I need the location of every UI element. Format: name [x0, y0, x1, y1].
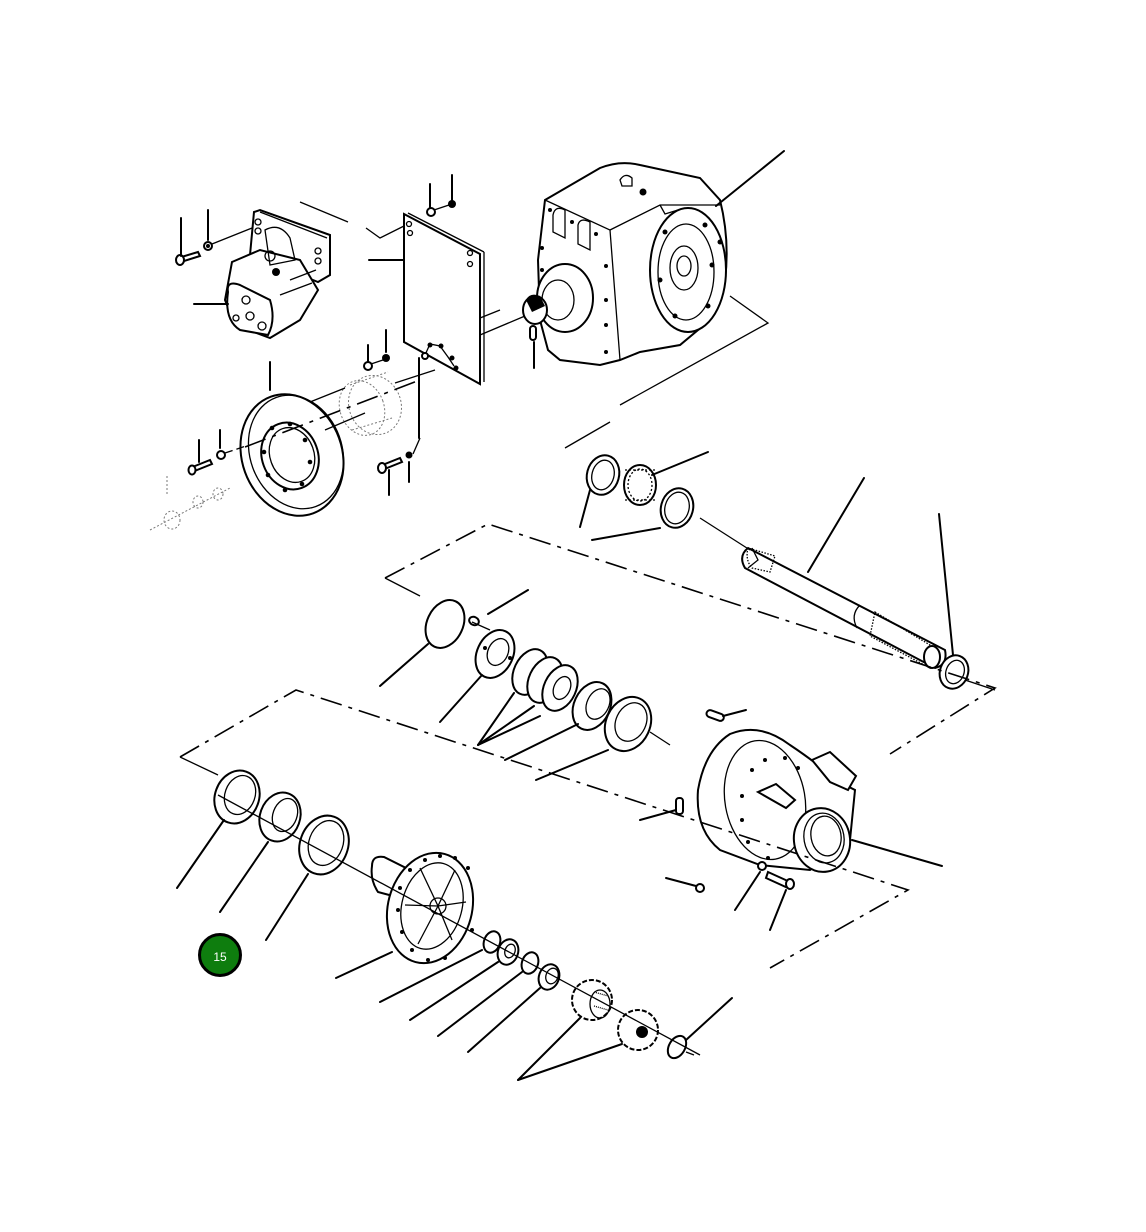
callout-label: 15	[213, 949, 227, 964]
gearbox-housing	[522, 150, 785, 369]
planetary-carrier-stack	[176, 769, 733, 1081]
mounting-plate	[363, 174, 485, 439]
callout-badge-15[interactable]: 15	[198, 933, 242, 977]
spline-coupling-and-shaft	[579, 451, 996, 691]
wheel-hub-housing	[639, 709, 943, 931]
brake-disc	[149, 361, 436, 531]
hydraulic-motor	[175, 208, 331, 340]
bearing-seal-stack	[379, 589, 671, 781]
